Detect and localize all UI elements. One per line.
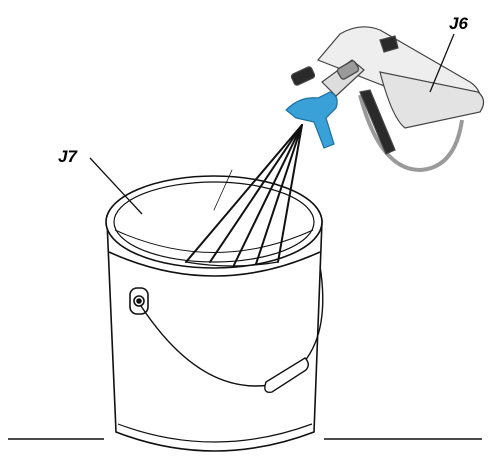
leader-line-j6 [429,33,455,93]
spray-gun [285,26,485,173]
paint-bucket [105,175,324,452]
callout-j7: J7 [58,147,78,166]
spray-fan [185,124,303,267]
callout-j6: J6 [449,14,468,33]
leader-line-j7 [89,157,143,215]
